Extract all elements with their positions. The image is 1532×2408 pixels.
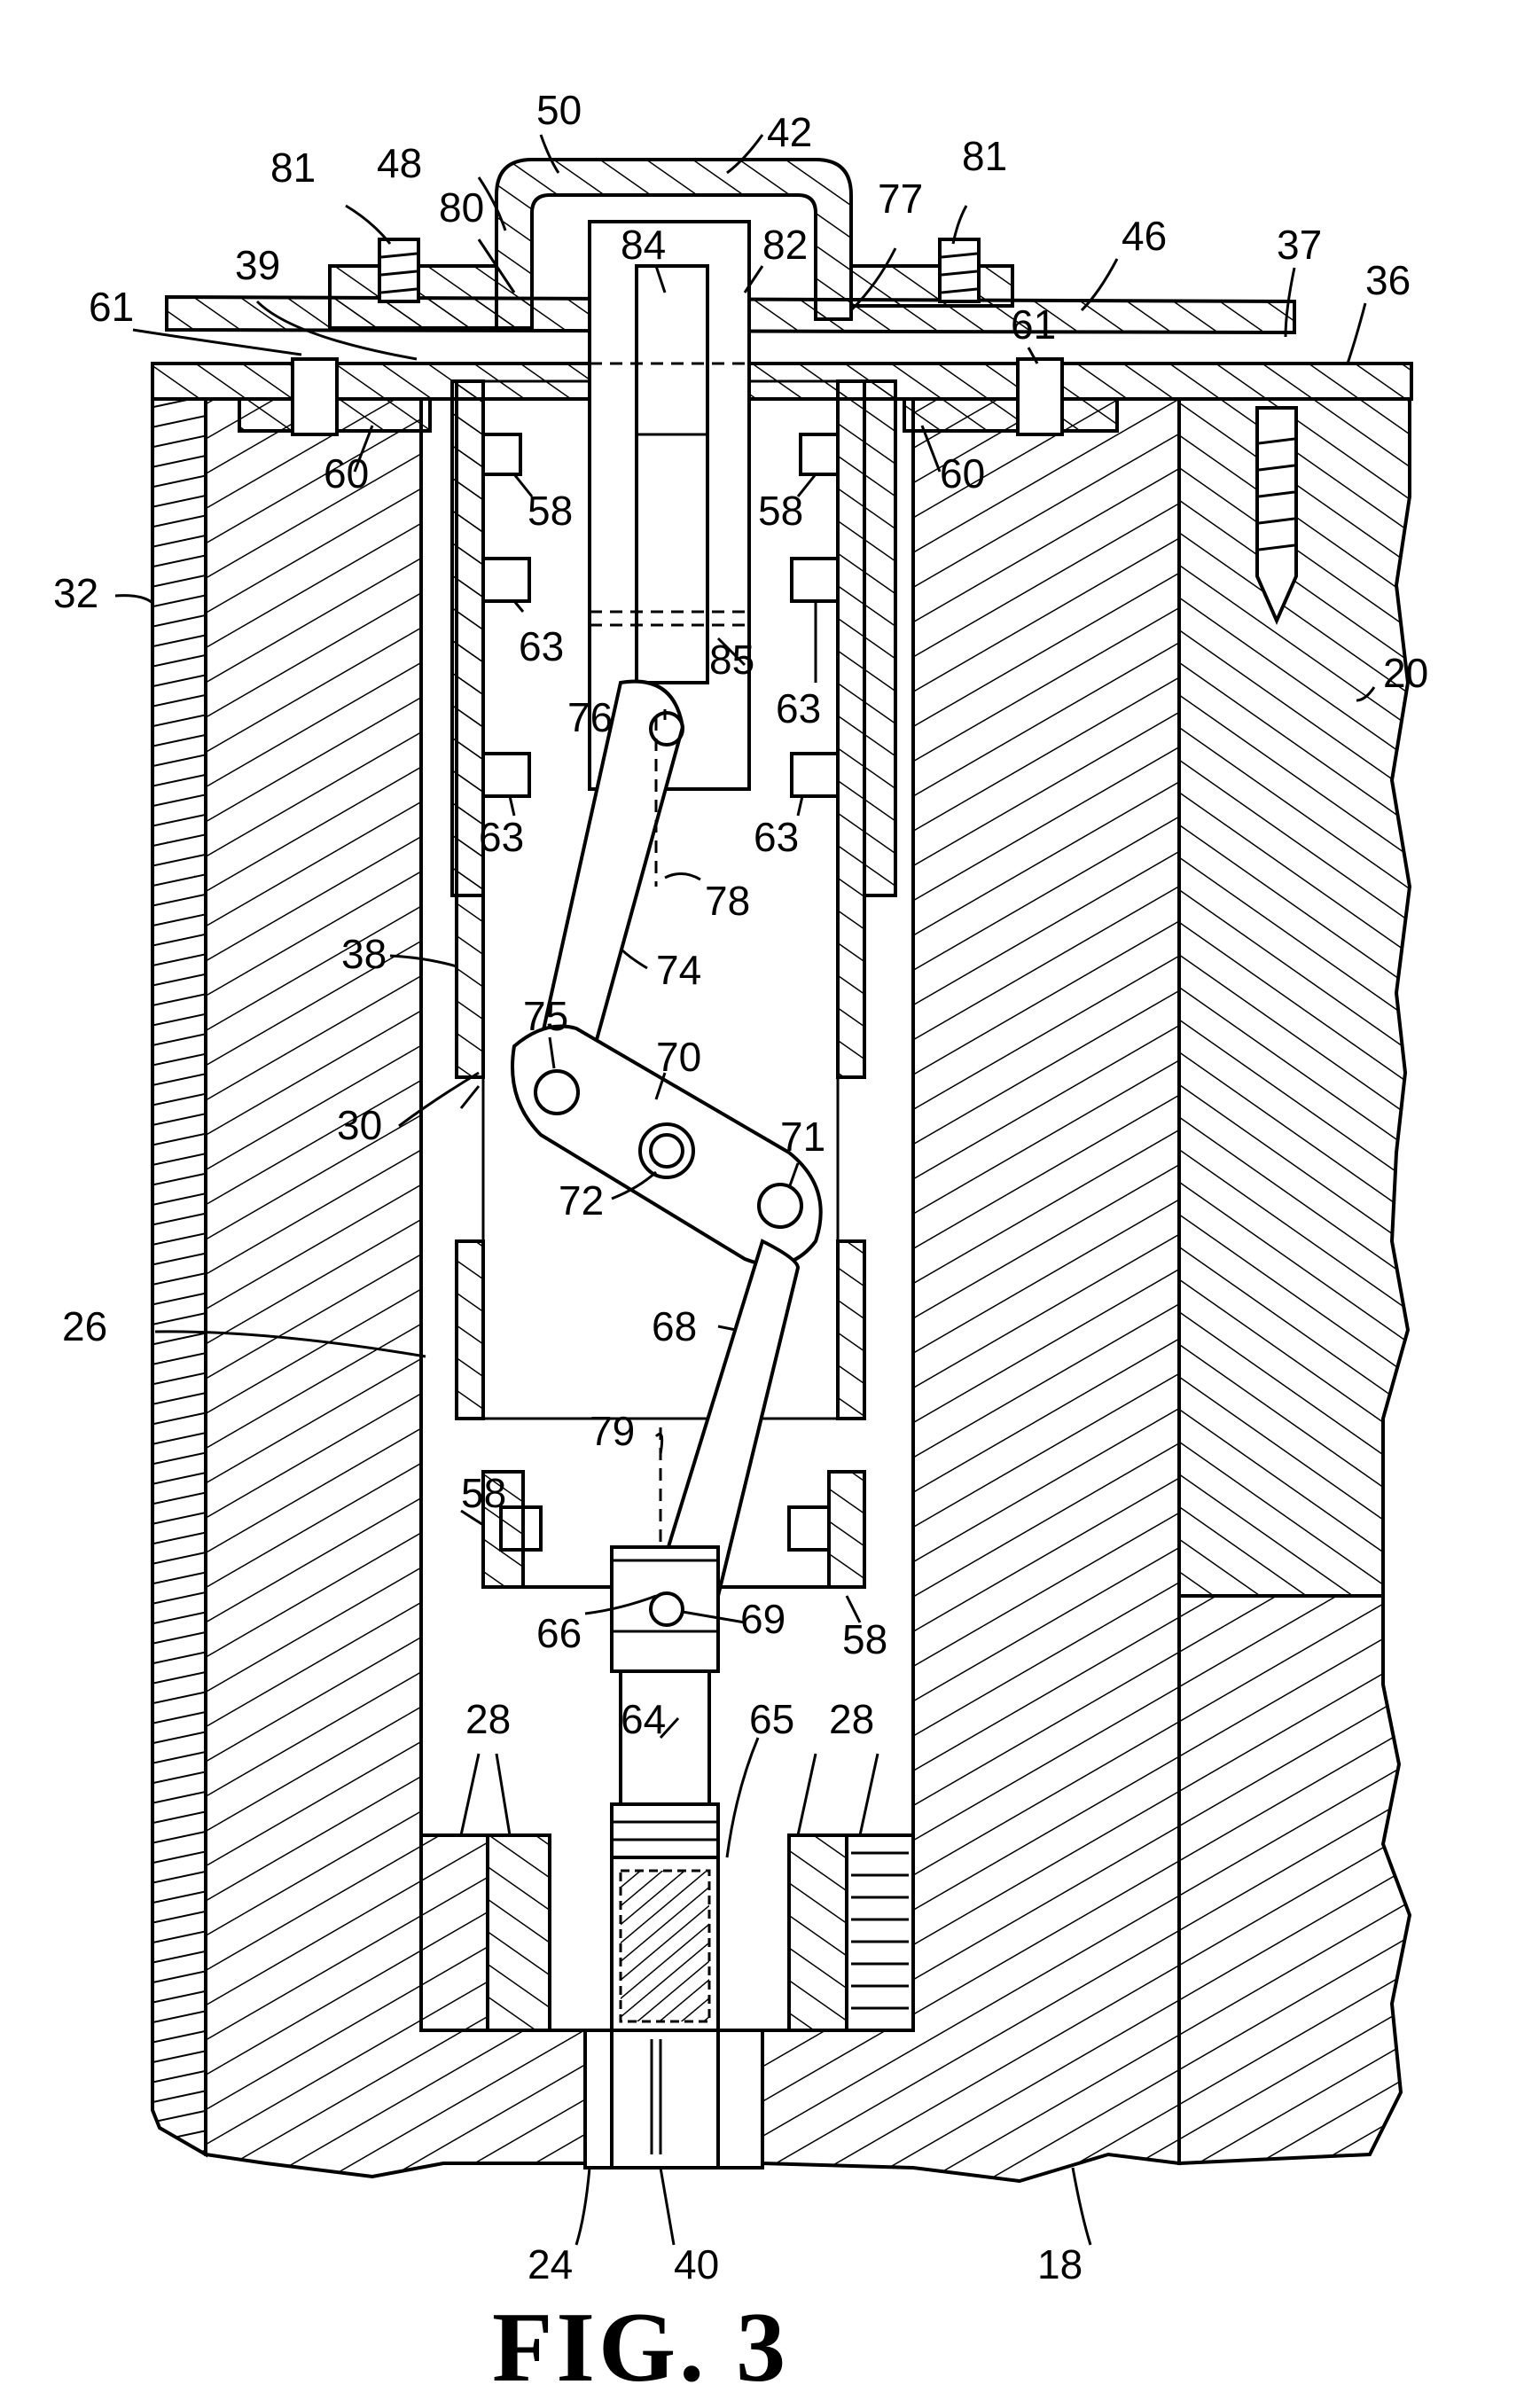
label-65: 65 (749, 1696, 794, 1742)
label-18: 18 (1037, 2241, 1083, 2287)
label-60-left: 60 (324, 450, 369, 496)
label-48: 48 (377, 140, 422, 186)
label-85: 85 (709, 637, 754, 683)
label-61-right: 61 (1011, 301, 1056, 348)
label-28-left: 28 (465, 1696, 511, 1742)
label-63-right-2: 63 (754, 814, 799, 860)
bearing-63-left-1 (483, 559, 529, 601)
label-38: 38 (341, 931, 387, 977)
figure-caption: FIG. 3 (492, 2293, 789, 2403)
bearing-63-left-2 (483, 754, 529, 796)
label-69: 69 (740, 1596, 786, 1642)
label-76: 76 (567, 694, 613, 740)
label-61-left: 61 (89, 284, 134, 330)
label-82: 82 (762, 222, 808, 268)
label-74: 74 (656, 947, 701, 993)
label-66: 66 (536, 1610, 582, 1656)
pin-61-right (1018, 359, 1062, 434)
seal-28-right (789, 1835, 913, 2030)
label-39: 39 (235, 242, 280, 288)
bolt-81-left (379, 239, 418, 301)
label-72: 72 (559, 1177, 604, 1224)
bearing-58-upper-left (483, 434, 520, 474)
label-36: 36 (1365, 257, 1411, 303)
label-46: 46 (1122, 213, 1167, 259)
label-42: 42 (767, 109, 812, 155)
label-79: 79 (590, 1408, 635, 1454)
pin-61-left (293, 359, 337, 434)
label-50: 50 (536, 87, 582, 133)
pad-60-right (904, 399, 1117, 431)
label-84: 84 (621, 222, 666, 268)
label-68: 68 (652, 1303, 697, 1349)
label-80: 80 (439, 184, 484, 231)
label-64: 64 (621, 1696, 666, 1742)
label-78: 78 (705, 878, 750, 924)
label-24: 24 (528, 2241, 573, 2287)
label-58-lower-right: 58 (842, 1616, 887, 1662)
member-20 (1179, 399, 1410, 2163)
label-26: 26 (62, 1303, 107, 1349)
clevis-66 (612, 1547, 718, 1671)
label-75: 75 (523, 993, 568, 1039)
label-63-left-1: 63 (519, 623, 564, 669)
label-32: 32 (53, 570, 98, 616)
label-37: 37 (1277, 222, 1322, 268)
label-70: 70 (656, 1034, 701, 1080)
label-58-upper-left: 58 (528, 488, 573, 534)
label-81-left: 81 (270, 145, 316, 191)
label-77: 77 (878, 176, 923, 222)
label-60-right: 60 (940, 450, 985, 496)
bearing-63-right-1 (792, 559, 838, 601)
label-63-right-1: 63 (776, 685, 821, 731)
label-71: 71 (780, 1114, 825, 1160)
bolt-81-right (940, 239, 979, 301)
label-20: 20 (1383, 650, 1428, 696)
label-30: 30 (337, 1102, 382, 1148)
bore-24 (585, 2030, 762, 2168)
body-32 (152, 399, 206, 2154)
seal-28-left (421, 1835, 550, 2030)
label-58-upper-right: 58 (758, 488, 803, 534)
bearing-63-right-2 (792, 754, 838, 796)
label-40: 40 (674, 2241, 719, 2287)
label-58-lower-left: 58 (461, 1470, 506, 1516)
thread-65 (612, 1857, 718, 2035)
bearing-58-upper-right (801, 434, 838, 474)
label-81-right: 81 (962, 133, 1007, 179)
label-63-left-2: 63 (479, 814, 524, 860)
label-28-right: 28 (829, 1696, 874, 1742)
